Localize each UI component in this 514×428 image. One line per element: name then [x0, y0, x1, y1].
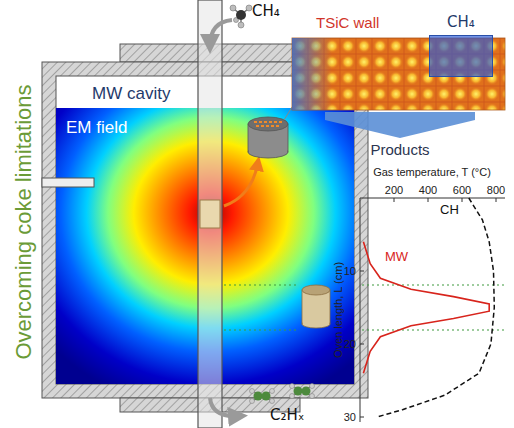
axis-title: Gas temperature, T (°C) — [373, 166, 491, 179]
ethylene-molecule — [250, 389, 275, 404]
sample-bounds — [224, 285, 505, 330]
ethylene-molecule — [290, 384, 315, 399]
gas-formula: CH₄ — [252, 3, 280, 20]
axis-ticks — [360, 198, 496, 417]
variable-label: TSiC wall — [316, 14, 379, 31]
microwave-curve — [363, 242, 489, 373]
highlight-box — [429, 35, 493, 77]
tick-label: 600 — [453, 184, 471, 197]
field-name: EM field — [66, 118, 127, 138]
gas-formula: C₂Hₓ — [270, 407, 304, 424]
tick-label: 10 — [344, 265, 356, 278]
tick-label: 30 — [344, 411, 356, 424]
monolith-icon — [302, 285, 330, 328]
inlet-arrow — [210, 20, 232, 46]
flow-region: CH₄ — [429, 14, 493, 77]
sic-sample — [200, 200, 220, 228]
antenna-port — [42, 178, 94, 187]
output-arrow: Products — [325, 112, 475, 158]
side-title: Overcoming coke limitations — [11, 84, 36, 359]
y-axis — [360, 198, 361, 422]
tick-label: 400 — [419, 184, 437, 197]
tick-label: 800 — [487, 184, 505, 197]
tick-label: 20 — [344, 338, 356, 351]
series-label: MW — [385, 250, 408, 265]
x-axis — [360, 198, 505, 199]
tick-label: 200 — [385, 184, 403, 197]
zoom-arrow — [224, 162, 258, 206]
node-text: Products — [325, 141, 475, 158]
axis-title: Oven length, L (cm) — [332, 262, 345, 358]
series-label: CH — [440, 203, 459, 218]
conventional-curve — [377, 198, 494, 417]
temperature-chart — [360, 198, 505, 422]
methane-molecule — [230, 5, 252, 28]
outlet-arrow — [210, 398, 240, 416]
node-text: CH₄ — [429, 14, 493, 31]
part-name: MW cavity — [92, 84, 170, 104]
arrow-shape — [325, 112, 475, 138]
monolith-icon — [248, 117, 288, 158]
quartz-tube — [198, 0, 222, 428]
